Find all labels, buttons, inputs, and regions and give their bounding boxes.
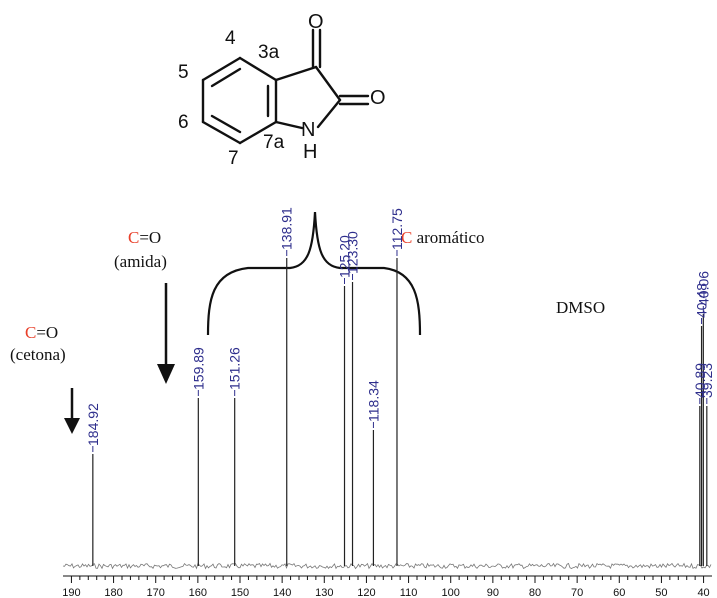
peak-label-2: 151.26 [227, 347, 243, 396]
peak-label-text-8: 40.89 [692, 363, 708, 398]
annotation-cetona-sub: (cetona) [10, 345, 66, 364]
peak-label-text-11: 39.23 [699, 363, 715, 398]
annotation-cetona: C=O [25, 323, 58, 342]
atom-label-h: H [303, 141, 317, 163]
annotation-amida-atom: C [128, 228, 139, 247]
x-tick-label: 150 [231, 587, 249, 598]
peak-label-3: 138.91 [279, 207, 295, 256]
x-tick-label: 180 [104, 587, 122, 598]
peak-label-text-3: 138.91 [279, 207, 295, 250]
x-tick-label: 50 [655, 587, 667, 598]
peak-label-text-7: 112.75 [389, 208, 405, 250]
atom-label-6: 6 [178, 112, 189, 133]
annotation-cetona-rest: =O [36, 323, 58, 342]
peak-label-0: 184.92 [85, 403, 101, 452]
x-axis: 190 180 170 160 150 140 130 120 110 100 90 80 70 60 50… [62, 575, 712, 598]
peak-label-7: 112.75 [389, 208, 405, 256]
annotation-amida-sub: (amida) [114, 252, 167, 271]
baseline-noise [62, 562, 712, 570]
peak-label-text-4: 125.20 [337, 235, 353, 278]
x-tick-label: 40 [697, 587, 709, 598]
annotation-cetona-atom: C [25, 323, 36, 342]
arrow-amida [157, 283, 175, 384]
x-tick-label: 190 [62, 587, 80, 598]
isatin-atom-labels: 4 3a 5 6 7 7a O O N H [178, 11, 386, 169]
aromatic-brace [206, 211, 422, 336]
peak-label-1: 159.89 [190, 347, 206, 396]
peak-label-text-9: 40.48 [694, 283, 710, 318]
atom-label-o-ketone: O [308, 11, 324, 33]
atom-label-7a: 7a [263, 132, 285, 153]
annotation-aromatico: C aromático [401, 228, 485, 247]
atom-label-7: 7 [228, 148, 239, 169]
x-tick-label: 100 [442, 587, 460, 598]
spectrum-baseline [62, 562, 712, 570]
annotation-solvent: DMSO [556, 298, 605, 317]
atom-label-3a: 3a [258, 42, 280, 63]
peak-label-8: 40.89 [692, 363, 708, 404]
peak-label-9: 40.48 [694, 283, 710, 324]
annotations: C=O (cetona) C=O (amida) C aromático DMS… [10, 228, 605, 364]
x-tick-label: 170 [147, 587, 165, 598]
peak-label-5: 123.30 [345, 231, 361, 280]
x-tick-label: 120 [357, 587, 375, 598]
annotation-aromatico-rest: aromático [412, 228, 484, 247]
x-tick-label: 80 [529, 587, 541, 598]
peak-label-6: 118.34 [365, 380, 381, 428]
atom-label-n: N [301, 119, 315, 141]
peak-label-text-6: 118.34 [365, 380, 381, 422]
annotation-amida-rest: =O [139, 228, 161, 247]
peak-label-text-1: 159.89 [190, 347, 206, 390]
peak-label-11: 39.23 [699, 363, 715, 404]
x-tick-label: 130 [315, 587, 333, 598]
x-tick-label: 140 [273, 587, 291, 598]
spectrum-peaks [92, 258, 708, 566]
peak-label-text-5: 123.30 [345, 231, 361, 274]
annotation-aromatico-atom: C [401, 228, 412, 247]
x-tick-label: 60 [613, 587, 625, 598]
peak-label-text-10: 40.06 [695, 271, 711, 306]
x-tick-label: 110 [400, 587, 418, 598]
arrow-cetona [64, 388, 80, 434]
atom-label-5: 5 [178, 62, 189, 83]
isatin-structure [201, 28, 370, 145]
annotation-amida: C=O [128, 228, 161, 247]
peak-label-4: 125.20 [337, 235, 353, 284]
atom-label-4: 4 [225, 28, 236, 49]
x-tick-label: 70 [571, 587, 583, 598]
peak-label-10: 40.06 [695, 271, 711, 312]
x-tick-label: 90 [487, 587, 499, 598]
peak-label-text-0: 184.92 [85, 403, 101, 446]
peak-label-text-2: 151.26 [227, 347, 243, 390]
atom-label-o-amide: O [370, 87, 386, 109]
x-tick-label: 160 [189, 587, 207, 598]
